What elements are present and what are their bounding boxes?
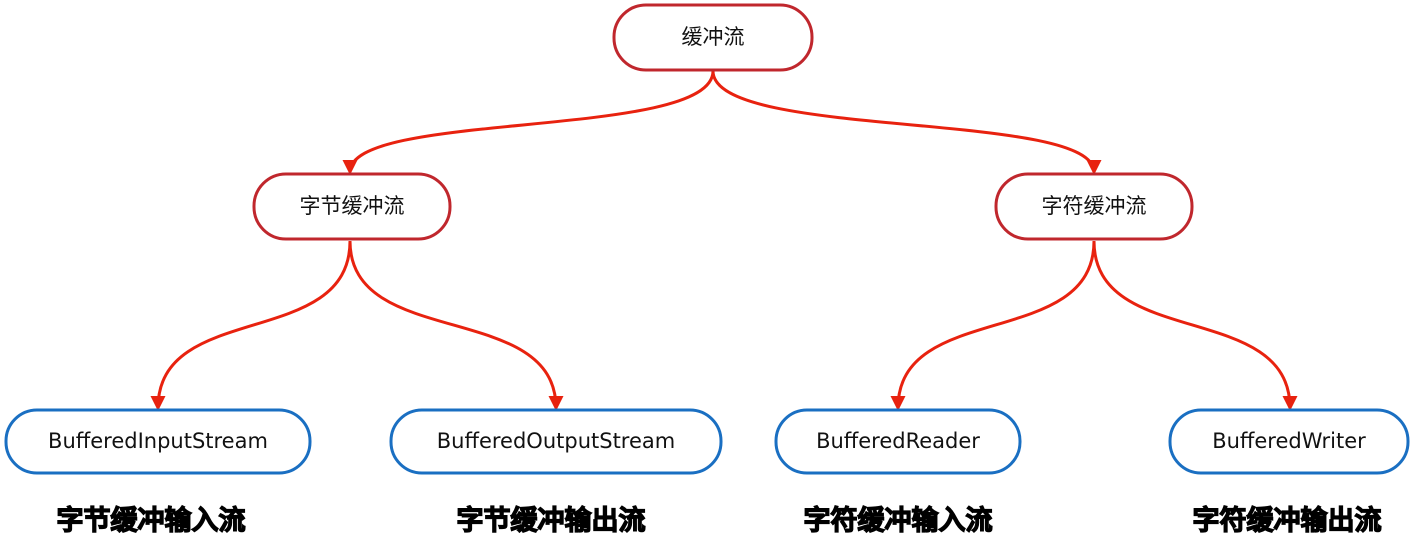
category-node-byte-stream: 字节缓冲流 (252, 172, 452, 241)
caption-byte-input-stream: 字节缓冲输入流 (57, 505, 246, 537)
category-node-label: 字节缓冲流 (300, 194, 405, 218)
caption-char-output-stream: 字符缓冲输出流 (1193, 505, 1382, 537)
edge-char-stream-to-reader (890, 240, 1096, 411)
edge-root-to-byte-stream (342, 70, 715, 175)
class-node-buffered-reader: BufferedReader (774, 408, 1022, 475)
caption-byte-output-stream: 字节缓冲输出流 (457, 505, 646, 537)
edge-char-stream-to-writer (1092, 240, 1298, 411)
edge-byte-stream-to-input (150, 240, 352, 411)
class-node-label: BufferedOutputStream (437, 429, 675, 453)
caption-char-input-stream: 字符缓冲输入流 (804, 505, 993, 537)
edge-root-to-char-stream (711, 70, 1102, 175)
edge-byte-stream-to-output (348, 240, 564, 411)
class-node-label: BufferedInputStream (48, 429, 268, 453)
root-node-label: 缓冲流 (682, 25, 745, 49)
class-node-buffered-input-stream: BufferedInputStream (4, 408, 312, 475)
class-node-label: BufferedWriter (1212, 429, 1366, 453)
category-node-char-stream: 字符缓冲流 (994, 172, 1194, 241)
captions: 字节缓冲输入流 字节缓冲输出流 字符缓冲输入流 字符缓冲输出流 (56, 504, 1382, 537)
edges (150, 70, 1298, 411)
root-node: 缓冲流 (612, 3, 814, 72)
class-node-buffered-output-stream: BufferedOutputStream (389, 408, 723, 475)
class-node-buffered-writer: BufferedWriter (1168, 408, 1410, 475)
class-node-label: BufferedReader (816, 429, 980, 453)
category-node-label: 字符缓冲流 (1042, 194, 1147, 218)
